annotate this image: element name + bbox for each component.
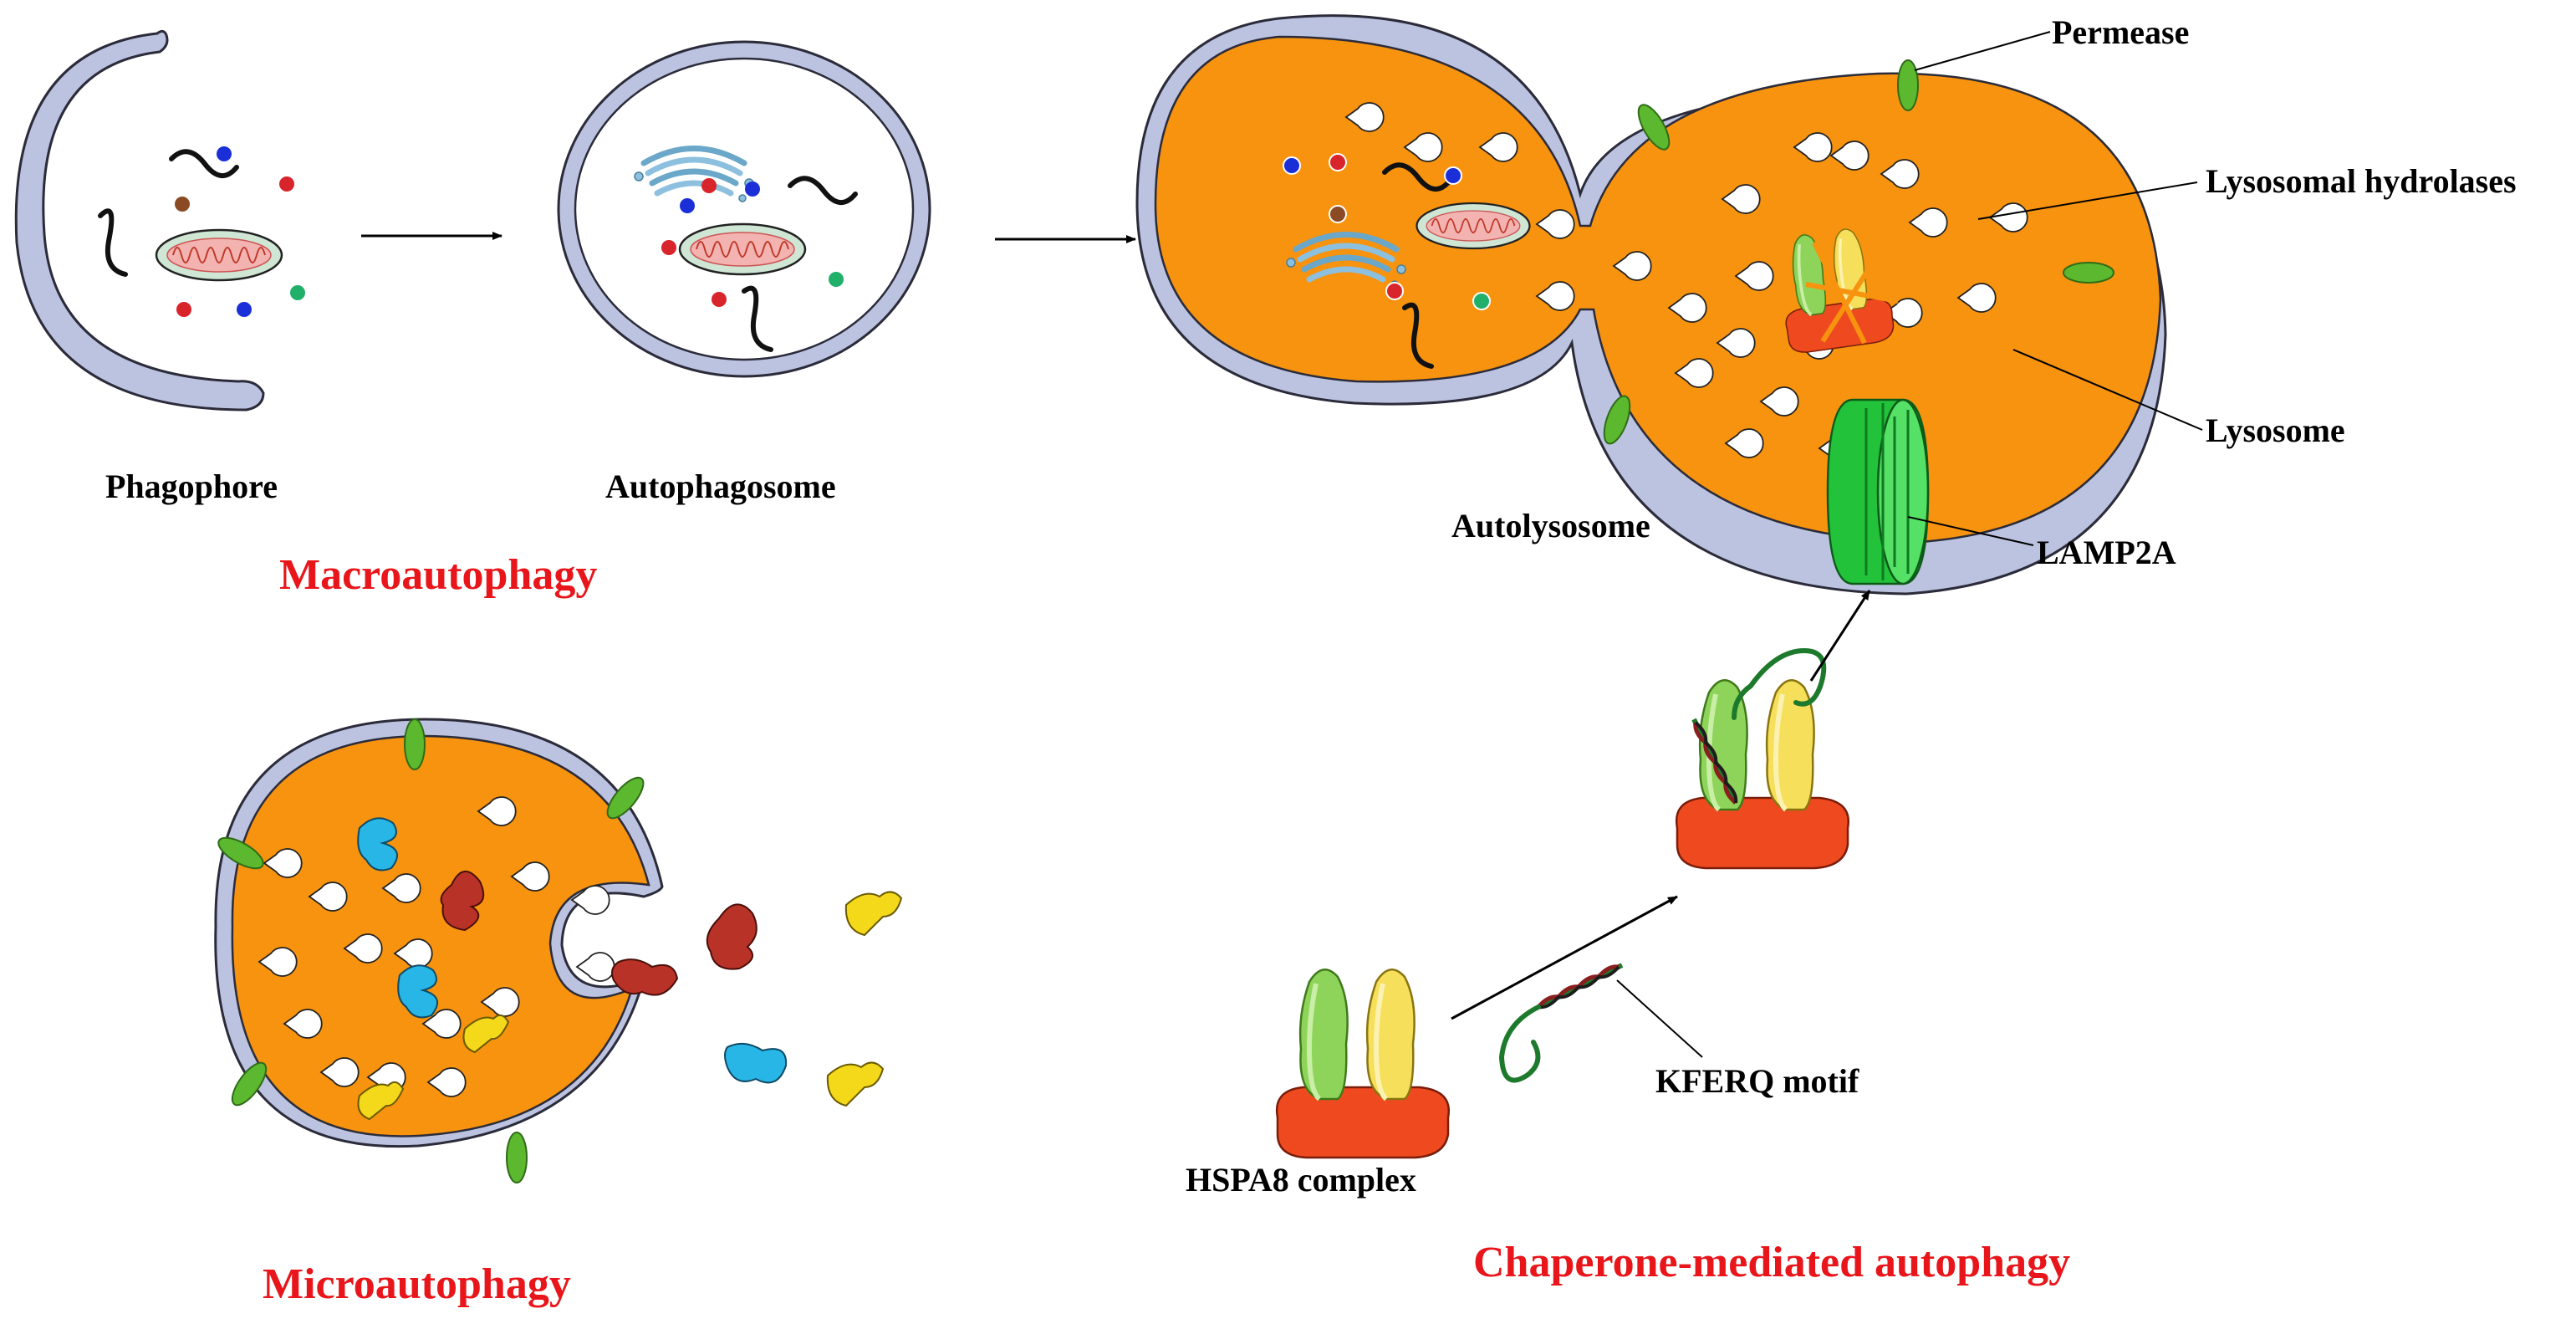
kferq-motif-label: KFERQ motif: [1655, 1062, 1859, 1100]
arrow-icon: [1451, 895, 1678, 1020]
autolysosome-label: Autolysosome: [1451, 507, 1650, 544]
hspa8-complex-icon: [1676, 680, 1849, 868]
microautophagy-title: Microautophagy: [263, 1260, 571, 1308]
lysosome-label: Lysosome: [2206, 411, 2345, 449]
lamp2a-icon: [1826, 398, 1930, 585]
autophagosome-label: Autophagosome: [605, 468, 836, 505]
lysosome-icon: [213, 718, 679, 1183]
lysosomal-hydrolases-label: Lysosomal hydrolases: [2206, 162, 2517, 200]
cma-title: Chaperone-mediated autophagy: [1473, 1239, 2070, 1286]
autophagosome-icon: [557, 40, 931, 378]
phagophore-label: Phagophore: [105, 468, 278, 505]
hspa8-complex-icon: [1277, 969, 1449, 1158]
permease-label: Permease: [2052, 13, 2189, 51]
arrow-icon: [1809, 590, 1871, 682]
lamp2a-label: LAMP2A: [2037, 534, 2176, 571]
hspa8-complex-label: HSPA8 complex: [1186, 1161, 1416, 1199]
kferq-substrate-icon: [1498, 965, 1622, 1083]
substrate-icon: [706, 891, 903, 1107]
autolysosome-icon: [1135, 14, 2167, 595]
phagophore-icon: [14, 29, 305, 411]
kferq-substrate-icon: [1694, 647, 1827, 803]
macroautophagy-title: Macroautophagy: [279, 551, 597, 599]
